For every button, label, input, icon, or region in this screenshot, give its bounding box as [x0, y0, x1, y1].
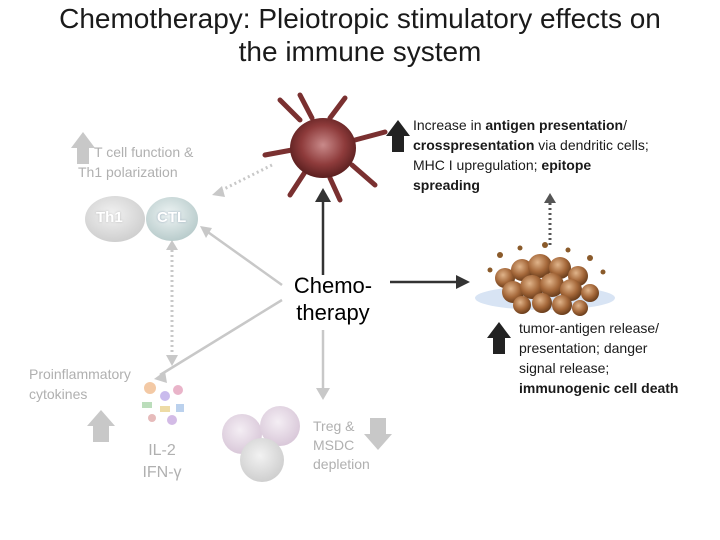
cytokines-text: Proinflammatory cytokines	[29, 364, 131, 404]
tumor-line-4: immunogenic cell death	[519, 378, 678, 398]
arrow-chemo-to-cytokines	[160, 300, 282, 375]
cytokines-line-2: cytokines	[29, 384, 131, 404]
il2-text: IL-2	[130, 440, 194, 462]
chemotherapy-label: Chemo- therapy	[286, 272, 380, 326]
ctl-label: CTL	[157, 209, 186, 226]
chemotherapy-line-2: therapy	[286, 299, 380, 326]
up-arrow-cytokine-icon	[87, 410, 115, 442]
tumor-cluster-image	[475, 242, 615, 316]
up-arrow-tumor-icon	[487, 322, 511, 354]
antigen-seg-2: antigen presentation	[485, 117, 623, 133]
treg-line-3: depletion	[313, 455, 370, 474]
cytokine-molecules-image	[142, 382, 184, 425]
up-arrow-antigen-icon	[386, 120, 410, 152]
tcell-line-1: T cell function &	[78, 142, 193, 162]
antigen-seg-6: MHC I upregulation;	[413, 157, 541, 173]
treg-line-1: Treg &	[313, 417, 370, 436]
tumor-line-1: tumor-antigen release/	[519, 318, 678, 338]
tumor-line-2: presentation; danger	[519, 338, 678, 358]
arrow-chemo-to-tcells	[205, 230, 282, 285]
antigen-seg-5: via dendritic cells;	[534, 137, 648, 153]
cytokines-line-1: Proinflammatory	[29, 364, 131, 384]
chemotherapy-line-1: Chemo-	[286, 272, 380, 299]
antigen-seg-1: Increase in	[413, 117, 485, 133]
dendritic-cell-image	[265, 95, 385, 200]
dotted-dc-to-tcells	[218, 165, 272, 192]
th1-label: Th1	[96, 209, 123, 226]
antigen-seg-4: crosspresentation	[413, 137, 534, 153]
tcell-function-text: T cell function & Th1 polarization	[78, 142, 193, 182]
antigen-seg-7: epitope	[541, 157, 591, 173]
tcell-line-2: Th1 polarization	[78, 162, 193, 182]
antigen-presentation-text: Increase in antigen presentation/ crossp…	[413, 115, 649, 195]
tumor-line-3: signal release;	[519, 358, 678, 378]
il2-ifn-label: IL-2 IFN-γ	[130, 440, 194, 484]
treg-cells-image	[222, 406, 300, 482]
antigen-seg-3: /	[623, 117, 627, 133]
antigen-seg-8: spreading	[413, 177, 480, 193]
ifn-text: IFN-γ	[130, 462, 194, 484]
tumor-release-text: tumor-antigen release/ presentation; dan…	[519, 318, 678, 398]
treg-depletion-text: Treg & MSDC depletion	[313, 417, 370, 474]
treg-line-2: MSDC	[313, 436, 370, 455]
